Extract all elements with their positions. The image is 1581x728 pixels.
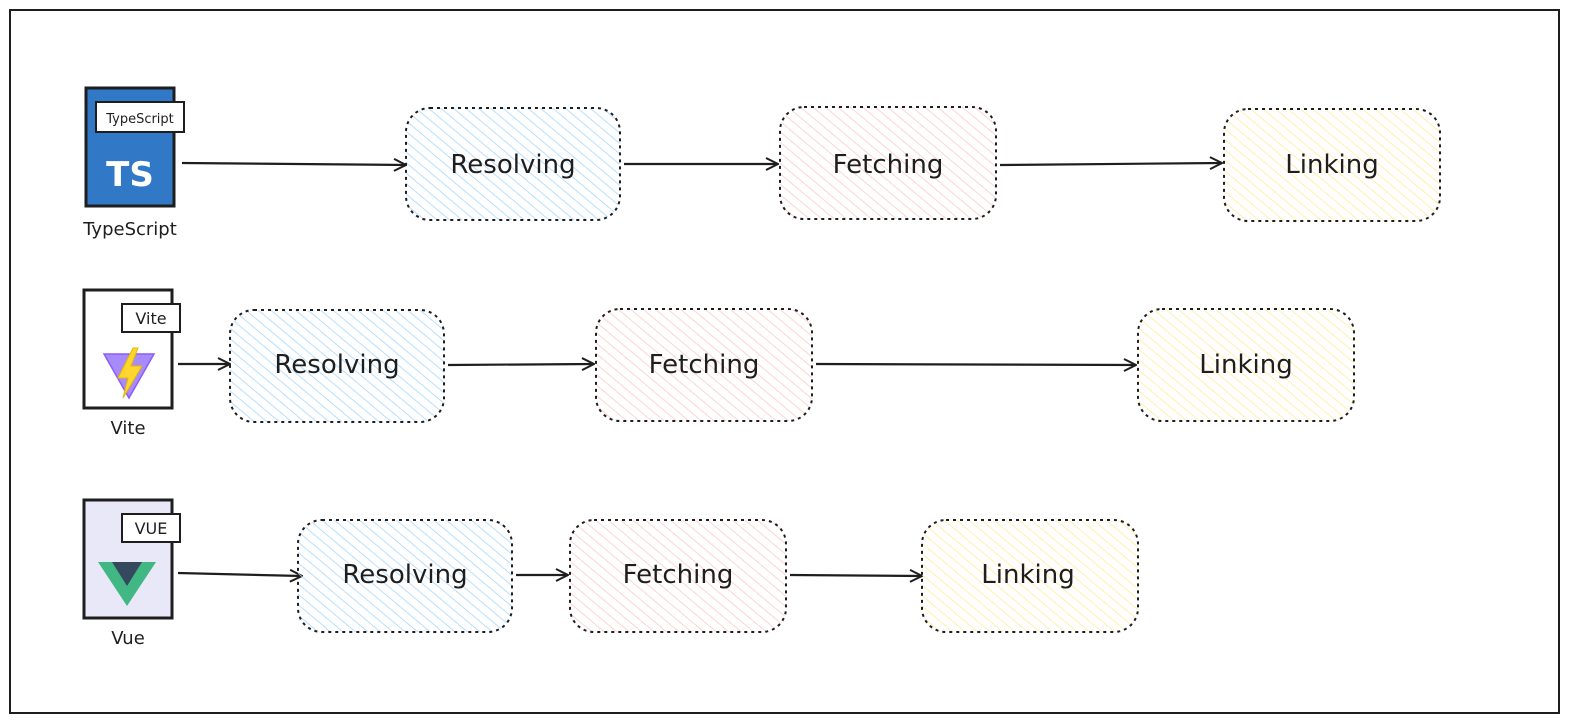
vite-fetching-box xyxy=(595,308,813,422)
row-typescript: TS TypeScript TypeScript Resolving Fetch… xyxy=(82,86,1441,240)
vue-resolving-label: Resolving xyxy=(342,560,467,590)
vue-linking-label: Linking xyxy=(981,560,1074,590)
vue-logo-icon: VUE xyxy=(82,498,181,620)
vue-linking-box xyxy=(921,519,1139,633)
row-vue: VUE Vue Resolving Fetching Linking xyxy=(82,498,1139,649)
vite-resolving-box xyxy=(229,309,445,423)
arrow-vue-fetching-to-linking xyxy=(789,575,922,576)
vite-tag: Vite xyxy=(135,309,166,328)
typescript-tag: TypeScript xyxy=(105,112,174,127)
arrow-vite-fetching-to-linking xyxy=(815,364,1136,365)
vite-resolving-label: Resolving xyxy=(274,350,399,380)
vite-linking-label: Linking xyxy=(1199,350,1292,380)
ts-fetching-label: Fetching xyxy=(833,150,944,180)
vue-resolving-box xyxy=(297,519,513,633)
typescript-logo-text: TS xyxy=(106,155,154,195)
vite-caption: Vite xyxy=(110,418,145,439)
ts-resolving-label: Resolving xyxy=(450,150,575,180)
ts-linking-box xyxy=(1223,108,1441,222)
ts-fetching-box xyxy=(779,106,997,220)
ts-linking-label: Linking xyxy=(1285,150,1378,180)
arrow-vite-resolving-to-fetching xyxy=(447,364,594,365)
diagram-frame xyxy=(9,9,1560,714)
vue-fetching-label: Fetching xyxy=(623,560,734,590)
arrow-ts-to-resolving xyxy=(181,163,406,165)
vue-caption: Vue xyxy=(111,628,145,649)
vue-tag: VUE xyxy=(135,519,168,538)
arrow-ts-fetching-to-linking xyxy=(999,163,1222,165)
vite-logo-icon: Vite xyxy=(82,288,181,410)
arrow-vue-to-resolving xyxy=(177,573,302,576)
typescript-logo-icon: TS TypeScript xyxy=(84,86,185,208)
vite-fetching-label: Fetching xyxy=(649,350,760,380)
typescript-caption: TypeScript xyxy=(82,219,177,240)
vue-fetching-box xyxy=(569,519,787,633)
ts-resolving-box xyxy=(405,107,621,221)
row-vite: Vite Vite Resolving Fetching Linking xyxy=(82,288,1355,439)
vite-linking-box xyxy=(1137,308,1355,422)
